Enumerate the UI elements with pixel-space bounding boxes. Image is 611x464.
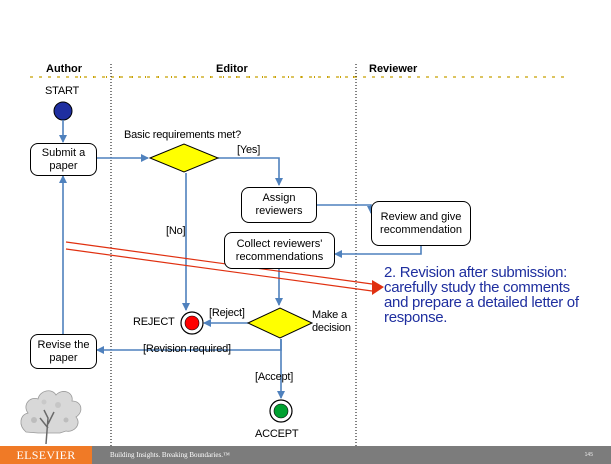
make-decision-label: Make a decision [312, 309, 351, 334]
review-recommend-label: Review and give recommendation [380, 210, 462, 236]
footer-bar: ELSEVIER Building Insights. Breaking Bou… [0, 446, 611, 464]
start-node [53, 101, 73, 121]
reject-label: REJECT [133, 316, 175, 328]
reject-node [180, 311, 204, 335]
assign-reviewers-label: Assign reviewers [255, 192, 303, 217]
decision-make-decision [246, 307, 314, 339]
revision-callout: 2. Revision after submission: carefully … [384, 264, 579, 326]
accept-node [269, 399, 293, 423]
page-number: 145 [584, 452, 593, 458]
elsevier-brand: ELSEVIER [0, 446, 92, 464]
collect-recommendations-label: Collect reviewers' recommendations [235, 237, 324, 263]
edge-label-yes: [Yes] [237, 144, 261, 156]
edge-label-no: [No] [166, 225, 186, 237]
submit-paper-box: Submit a paper [30, 143, 97, 176]
revise-paper-label: Revise the paper [37, 338, 90, 364]
arrow-review-collect [334, 246, 422, 258]
start-label: START [45, 85, 80, 97]
highlight-arrow [65, 241, 384, 295]
submit-paper-label: Submit a paper [41, 146, 86, 172]
lane-editor-title: Editor [216, 63, 248, 75]
lane-author-title: Author [46, 63, 83, 75]
basic-requirements-label: Basic requirements met? [124, 129, 242, 141]
accept-label: ACCEPT [255, 428, 299, 440]
arrow-assign-review [317, 204, 375, 214]
footer-tagline: Building Insights. Breaking Boundaries.™ [110, 451, 230, 459]
review-recommend-box: Review and give recommendation [371, 201, 471, 246]
collect-recommendations-box: Collect reviewers' recommendations [224, 232, 335, 269]
edge-label-revision-required: [Revision required] [143, 343, 231, 355]
edge-label-accept: [Accept] [255, 371, 294, 383]
edge-label-reject: [Reject] [209, 307, 245, 319]
assign-reviewers-box: Assign reviewers [241, 187, 317, 223]
revise-paper-box: Revise the paper [30, 334, 97, 369]
elsevier-tree-logo [20, 390, 82, 445]
lane-reviewer-title: Reviewer [369, 63, 418, 75]
arrow-yes-assign [218, 157, 283, 186]
decision-basic-requirements [148, 143, 220, 173]
